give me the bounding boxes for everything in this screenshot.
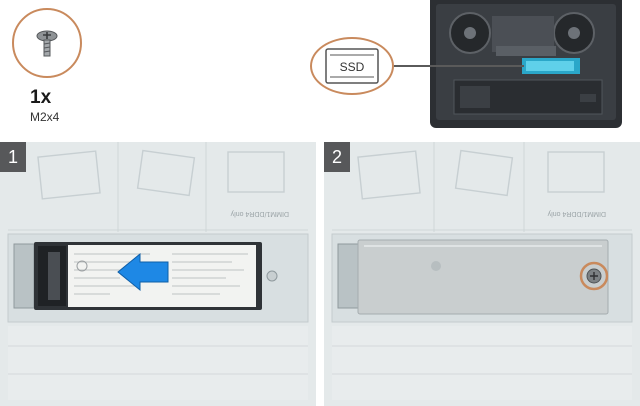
ssd-callout-circle: SSD: [310, 37, 394, 95]
board-silkscreen-text: DIMM1/DDR4 only: [547, 210, 606, 217]
laptop-internals-illustration: [430, 0, 622, 128]
screw-type: M2x4: [30, 110, 59, 124]
step-number-badge: 1: [0, 142, 26, 172]
screw-icon: [14, 10, 80, 76]
ssd-thermal-shield: [358, 240, 608, 314]
step-1-illustration: DIMM1/DDR4 only: [0, 142, 316, 406]
step-2-illustration: DIMM1/DDR4 only: [324, 142, 640, 406]
ssd-callout-leader-line: [394, 65, 524, 67]
ssd-label: SSD: [340, 60, 365, 74]
screw-callout-circle: [12, 8, 82, 78]
screw-standoff: [267, 271, 277, 281]
board-silkscreen-text: DIMM1/DDR4 only: [230, 210, 289, 217]
step-1-panel: DIMM1/DDR4 only 1: [0, 142, 316, 406]
ssd-drive-icon: SSD: [312, 39, 392, 93]
step-2-panel: DIMM1/DDR4 only 2: [324, 142, 640, 406]
screw-quantity: 1x: [30, 87, 51, 109]
m2-connector: [338, 244, 358, 308]
laptop-overview: [430, 0, 622, 128]
m2-connector: [14, 244, 34, 308]
step-number-badge: 2: [324, 142, 350, 172]
